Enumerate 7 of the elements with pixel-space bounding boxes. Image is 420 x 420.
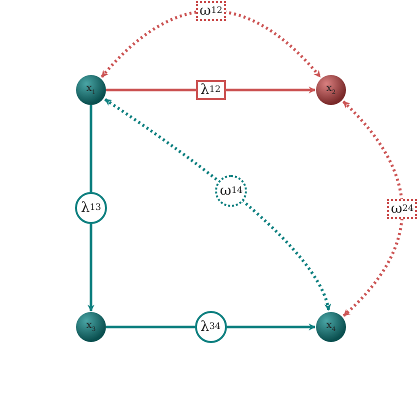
node-sphere: x$_{3}$ bbox=[76, 312, 106, 342]
node-sphere: x$_{1}$ bbox=[76, 75, 106, 105]
dotted-arrow bbox=[104, 98, 330, 311]
dotted-arrow bbox=[342, 100, 404, 317]
node-sphere: x$_{2}$ bbox=[316, 75, 346, 105]
dotted-arrow bbox=[100, 10, 322, 78]
node-sphere: x$_{4}$ bbox=[316, 312, 346, 342]
